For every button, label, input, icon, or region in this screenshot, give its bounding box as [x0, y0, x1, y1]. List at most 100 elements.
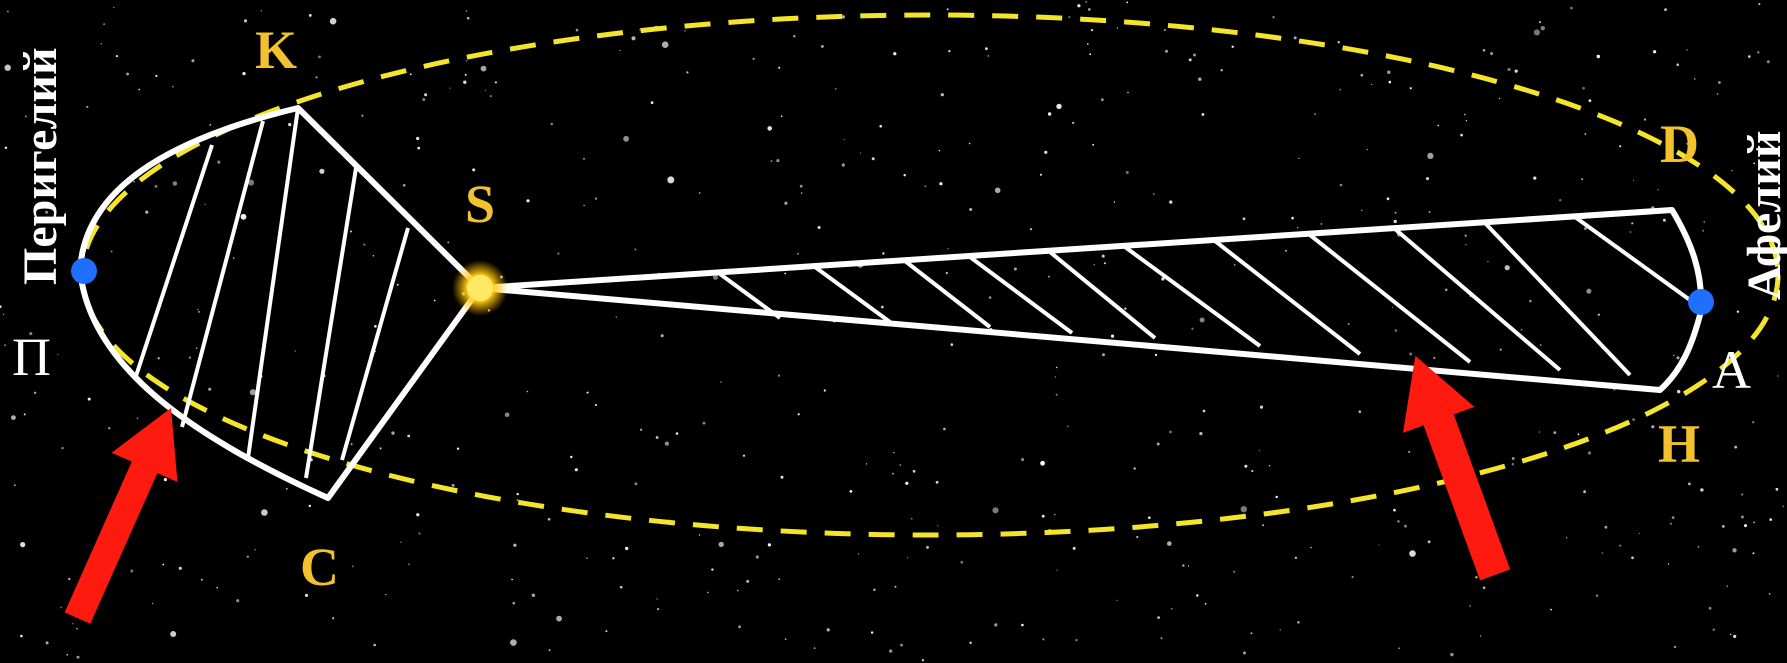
star-dot — [1030, 228, 1032, 230]
star-dot — [467, 17, 470, 20]
star-dot — [858, 553, 859, 554]
star-dot — [152, 603, 153, 604]
star-dot — [686, 71, 688, 73]
star-dot — [1389, 81, 1392, 84]
star-dot — [1182, 564, 1184, 566]
star-dot — [969, 208, 972, 211]
star-dot — [1203, 410, 1206, 413]
star-dot — [1251, 470, 1253, 472]
star-dot — [1340, 184, 1343, 187]
star-dot — [1379, 544, 1380, 545]
star-dot — [481, 66, 487, 72]
star-dot — [11, 415, 16, 420]
star-dot — [1437, 125, 1439, 127]
star-dot — [380, 447, 382, 449]
star-dot — [872, 157, 875, 160]
star-dot — [1310, 547, 1311, 548]
star-dot — [1404, 525, 1407, 528]
star-dot — [926, 546, 929, 549]
star-dot — [1167, 541, 1172, 546]
star-dot — [1605, 526, 1608, 529]
star-dot — [495, 81, 497, 83]
star-dot — [241, 214, 247, 220]
star-dot — [1541, 26, 1545, 30]
star-dot — [946, 272, 948, 274]
star-dot — [1157, 616, 1160, 619]
star-dot — [988, 55, 990, 57]
star-dot — [490, 95, 492, 97]
star-dot — [244, 19, 247, 22]
star-dot — [1631, 222, 1633, 224]
star-dot — [7, 11, 9, 13]
star-dot — [1295, 557, 1297, 559]
star-dot — [205, 204, 206, 205]
star-dot — [1114, 201, 1115, 202]
star-dot — [656, 436, 659, 439]
label-perihelion-point: П — [12, 327, 51, 387]
star-dot — [1512, 457, 1515, 460]
star-dot — [242, 72, 245, 75]
star-dot — [1205, 603, 1207, 605]
planet-dot-aphelion-icon — [1688, 289, 1714, 315]
star-dot — [549, 649, 551, 651]
star-dot — [1124, 308, 1126, 310]
star-dot — [737, 590, 738, 591]
star-dot — [217, 161, 220, 164]
star-dot — [1102, 353, 1105, 356]
star-dot — [879, 125, 882, 128]
star-dot — [1048, 276, 1050, 278]
star-dot — [434, 300, 436, 302]
star-dot — [1460, 134, 1463, 137]
sun-icon — [452, 260, 508, 316]
star-dot — [634, 249, 636, 251]
star-dot — [881, 306, 884, 309]
star-dot — [1566, 537, 1567, 538]
star-dot — [1067, 426, 1069, 428]
star-dot — [866, 463, 867, 464]
star-dot — [1534, 29, 1540, 35]
star-dot — [1619, 145, 1621, 147]
star-dot — [1709, 607, 1712, 610]
star-dot — [676, 432, 679, 435]
star-dot — [1297, 227, 1298, 228]
star-dot — [1512, 463, 1514, 465]
star-dot — [1398, 647, 1400, 649]
star-dot — [1161, 637, 1163, 639]
star-dot — [126, 73, 129, 76]
star-dot — [418, 532, 420, 534]
star-dot — [162, 564, 164, 566]
star-dot — [1395, 212, 1397, 214]
star-dot — [113, 7, 115, 9]
star-dot — [1753, 521, 1755, 523]
star-dot — [738, 625, 741, 628]
star-dot — [1091, 29, 1093, 31]
star-dot — [631, 36, 635, 40]
star-dot — [116, 55, 118, 57]
star-dot — [800, 185, 803, 188]
star-dot — [784, 202, 787, 205]
star-dot — [548, 518, 551, 521]
star-dot — [1433, 357, 1435, 359]
star-dot — [1533, 177, 1536, 180]
star-dot — [821, 45, 824, 48]
star-dot — [1092, 144, 1094, 146]
star-dot — [1752, 421, 1754, 423]
star-dot — [1198, 78, 1201, 81]
star-dot — [1262, 524, 1264, 526]
star-dot — [576, 29, 579, 32]
star-dot — [798, 413, 800, 415]
star-dot — [14, 484, 16, 486]
star-dot — [1075, 639, 1077, 641]
star-dot — [34, 392, 36, 394]
star-dot — [1578, 434, 1580, 436]
star-dot — [556, 616, 562, 622]
star-dot — [711, 568, 713, 570]
star-dot — [1056, 104, 1061, 109]
star-dot — [1199, 432, 1202, 435]
star-dot — [1126, 171, 1129, 174]
star-dot — [68, 578, 70, 580]
star-dot — [145, 211, 148, 214]
star-dot — [907, 557, 908, 558]
star-dot — [895, 586, 897, 588]
star-dot — [1597, 55, 1600, 58]
